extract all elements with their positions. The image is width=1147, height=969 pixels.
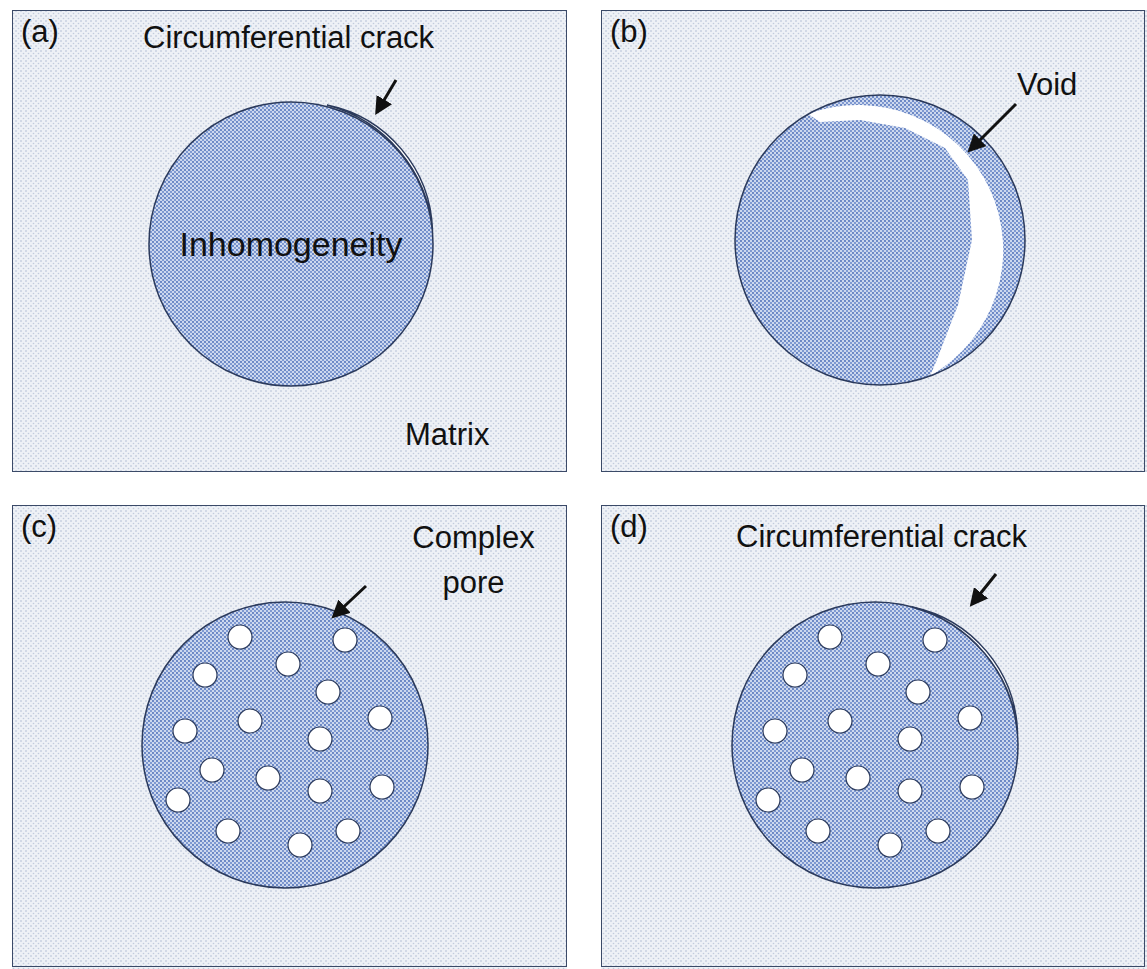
pore xyxy=(866,652,890,676)
part-label: Void xyxy=(1017,66,1077,103)
pore xyxy=(333,628,357,652)
pore xyxy=(193,663,217,687)
pore xyxy=(288,833,312,857)
pore xyxy=(216,819,240,843)
pore xyxy=(878,833,902,857)
inhomogeneity: Inhomogeneity xyxy=(148,101,434,387)
inhomogeneity-outline xyxy=(735,95,1025,385)
pore xyxy=(370,775,394,799)
pore xyxy=(790,758,814,782)
pore xyxy=(276,652,300,676)
pores xyxy=(756,625,984,857)
pore xyxy=(173,719,197,743)
pore xyxy=(336,819,360,843)
pore xyxy=(763,719,787,743)
part-label: Complex pore xyxy=(391,516,556,606)
pore xyxy=(166,788,190,812)
pore xyxy=(806,819,830,843)
pore xyxy=(828,709,852,733)
pore xyxy=(898,779,922,803)
pore xyxy=(368,706,392,730)
pore xyxy=(200,758,224,782)
pore xyxy=(256,766,280,790)
panel-letter: (d) xyxy=(610,508,648,545)
part-label: Matrix xyxy=(405,416,489,453)
pore xyxy=(906,680,930,704)
pore xyxy=(316,680,340,704)
matrix-ground xyxy=(12,10,567,472)
matrix-panel: (b) Void xyxy=(601,10,1145,472)
leader-arrow xyxy=(377,80,396,112)
pore xyxy=(308,727,332,751)
pores xyxy=(166,625,394,857)
matrix-panel: (d) Circumferential crack xyxy=(601,505,1145,967)
matrix-ground xyxy=(601,505,1147,969)
pore xyxy=(308,779,332,803)
inhomogeneity-circle xyxy=(142,602,428,888)
pore xyxy=(756,788,780,812)
pore xyxy=(923,628,947,652)
leader-arrow xyxy=(334,586,366,616)
pore xyxy=(960,775,984,799)
matrix-ground xyxy=(601,10,1147,472)
panel-letter: (a) xyxy=(21,13,59,50)
pore xyxy=(818,625,842,649)
pore xyxy=(783,663,807,687)
matrix-panel: (a) Circumferential crackMatrix Inhomogene… xyxy=(12,10,567,472)
part-label: Circumferential crack xyxy=(736,518,1027,555)
matrix-panel: (c) Complex pore xyxy=(12,505,567,967)
inhomogeneity-circle xyxy=(732,602,1018,888)
pore xyxy=(958,706,982,730)
leader-arrow xyxy=(972,574,996,604)
matrix-ground xyxy=(12,505,567,969)
pore xyxy=(926,819,950,843)
pore xyxy=(238,709,262,733)
inhomogeneity-label: Inhomogeneity xyxy=(179,224,402,265)
inhomogeneity-circle xyxy=(735,95,1025,385)
crack xyxy=(912,607,1018,733)
pore xyxy=(846,766,870,790)
part-label: Circumferential crack xyxy=(143,19,434,56)
pore xyxy=(898,727,922,751)
panel-letter: (c) xyxy=(21,508,57,545)
pore xyxy=(228,625,252,649)
leader-arrow xyxy=(970,104,1016,150)
panel-letter: (b) xyxy=(610,13,648,50)
